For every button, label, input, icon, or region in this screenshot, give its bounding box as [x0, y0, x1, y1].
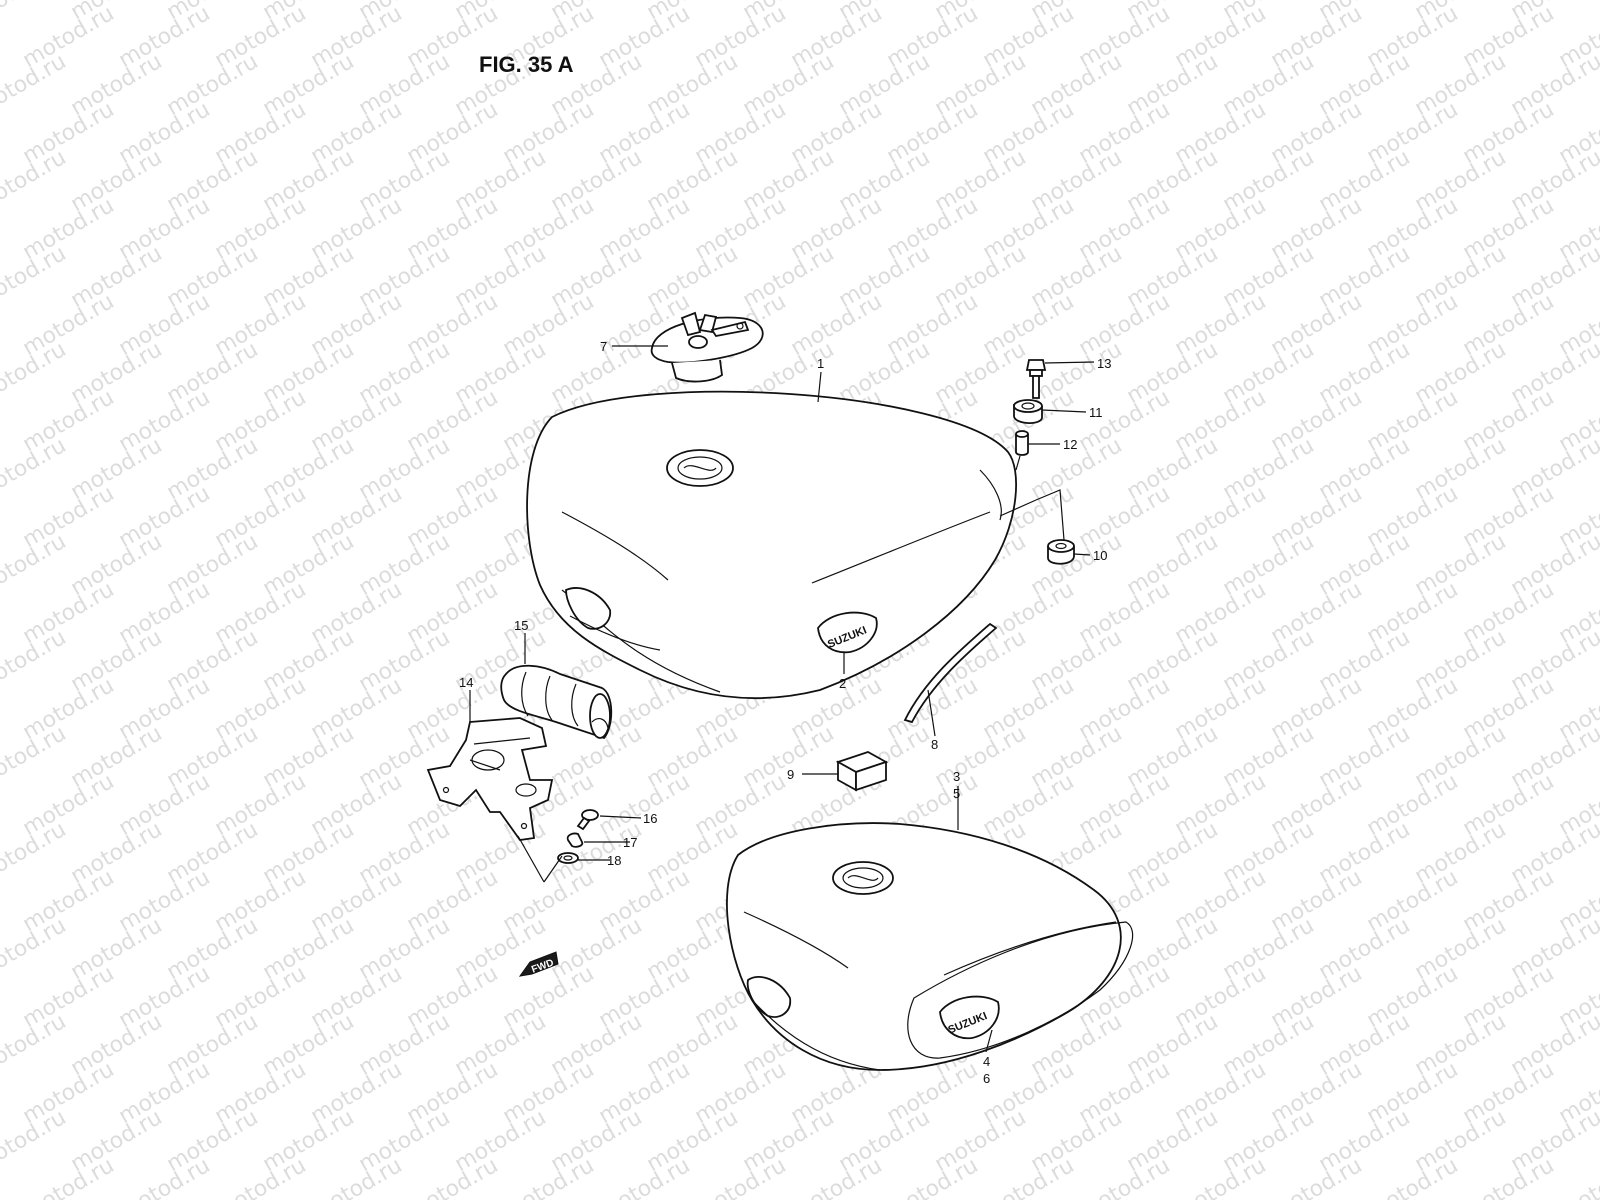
- callout-2: 2: [839, 676, 846, 691]
- emblem-lower-part: SUZUKI: [939, 995, 1000, 1040]
- washer-part: [566, 832, 584, 848]
- callout-16: 16: [643, 811, 657, 826]
- flat-washer-part: [557, 852, 579, 864]
- callout-7: 7: [600, 339, 607, 354]
- callout-10: 10: [1093, 548, 1107, 563]
- cushion-part: [1013, 399, 1043, 424]
- emblem-upper-part: SUZUKI: [817, 611, 878, 654]
- watermark-text: motod.ru: [1555, 1153, 1600, 1200]
- callout-15: 15: [514, 618, 528, 633]
- screw-part: [576, 809, 599, 831]
- bolt-part: [1025, 359, 1047, 399]
- watermark-text: motod.ru: [0, 0, 70, 25]
- damper-part: [1047, 539, 1075, 565]
- strip-part: [903, 622, 998, 724]
- callout-8: 8: [931, 737, 938, 752]
- fuel-tank-upper-part: [526, 390, 1017, 700]
- callout-18: 18: [607, 853, 621, 868]
- callout-5: 5: [953, 786, 960, 801]
- spacer-part: [1015, 430, 1029, 456]
- callout-11: 11: [1089, 405, 1103, 420]
- callout-1: 1: [817, 356, 824, 371]
- callout-13: 13: [1097, 356, 1111, 371]
- callout-12: 12: [1063, 437, 1077, 452]
- callout-14: 14: [459, 675, 473, 690]
- leader-lines: [469, 345, 1095, 1053]
- callout-6: 6: [983, 1071, 990, 1086]
- fuel-cap-part: [650, 311, 764, 383]
- figure-title: FIG. 35 A: [479, 52, 574, 77]
- callout-3: 3: [953, 769, 960, 784]
- sleeve-part: [500, 664, 613, 740]
- bracket-part: [426, 717, 554, 841]
- callout-17: 17: [623, 835, 637, 850]
- fuel-tank-lower-part: [726, 822, 1134, 1071]
- callout-4: 4: [983, 1054, 990, 1069]
- callout-labels: 7 1 13 11 12 10 15 14 2 8 9 3 5 16 17 18…: [459, 339, 1111, 1086]
- callout-9: 9: [787, 767, 794, 782]
